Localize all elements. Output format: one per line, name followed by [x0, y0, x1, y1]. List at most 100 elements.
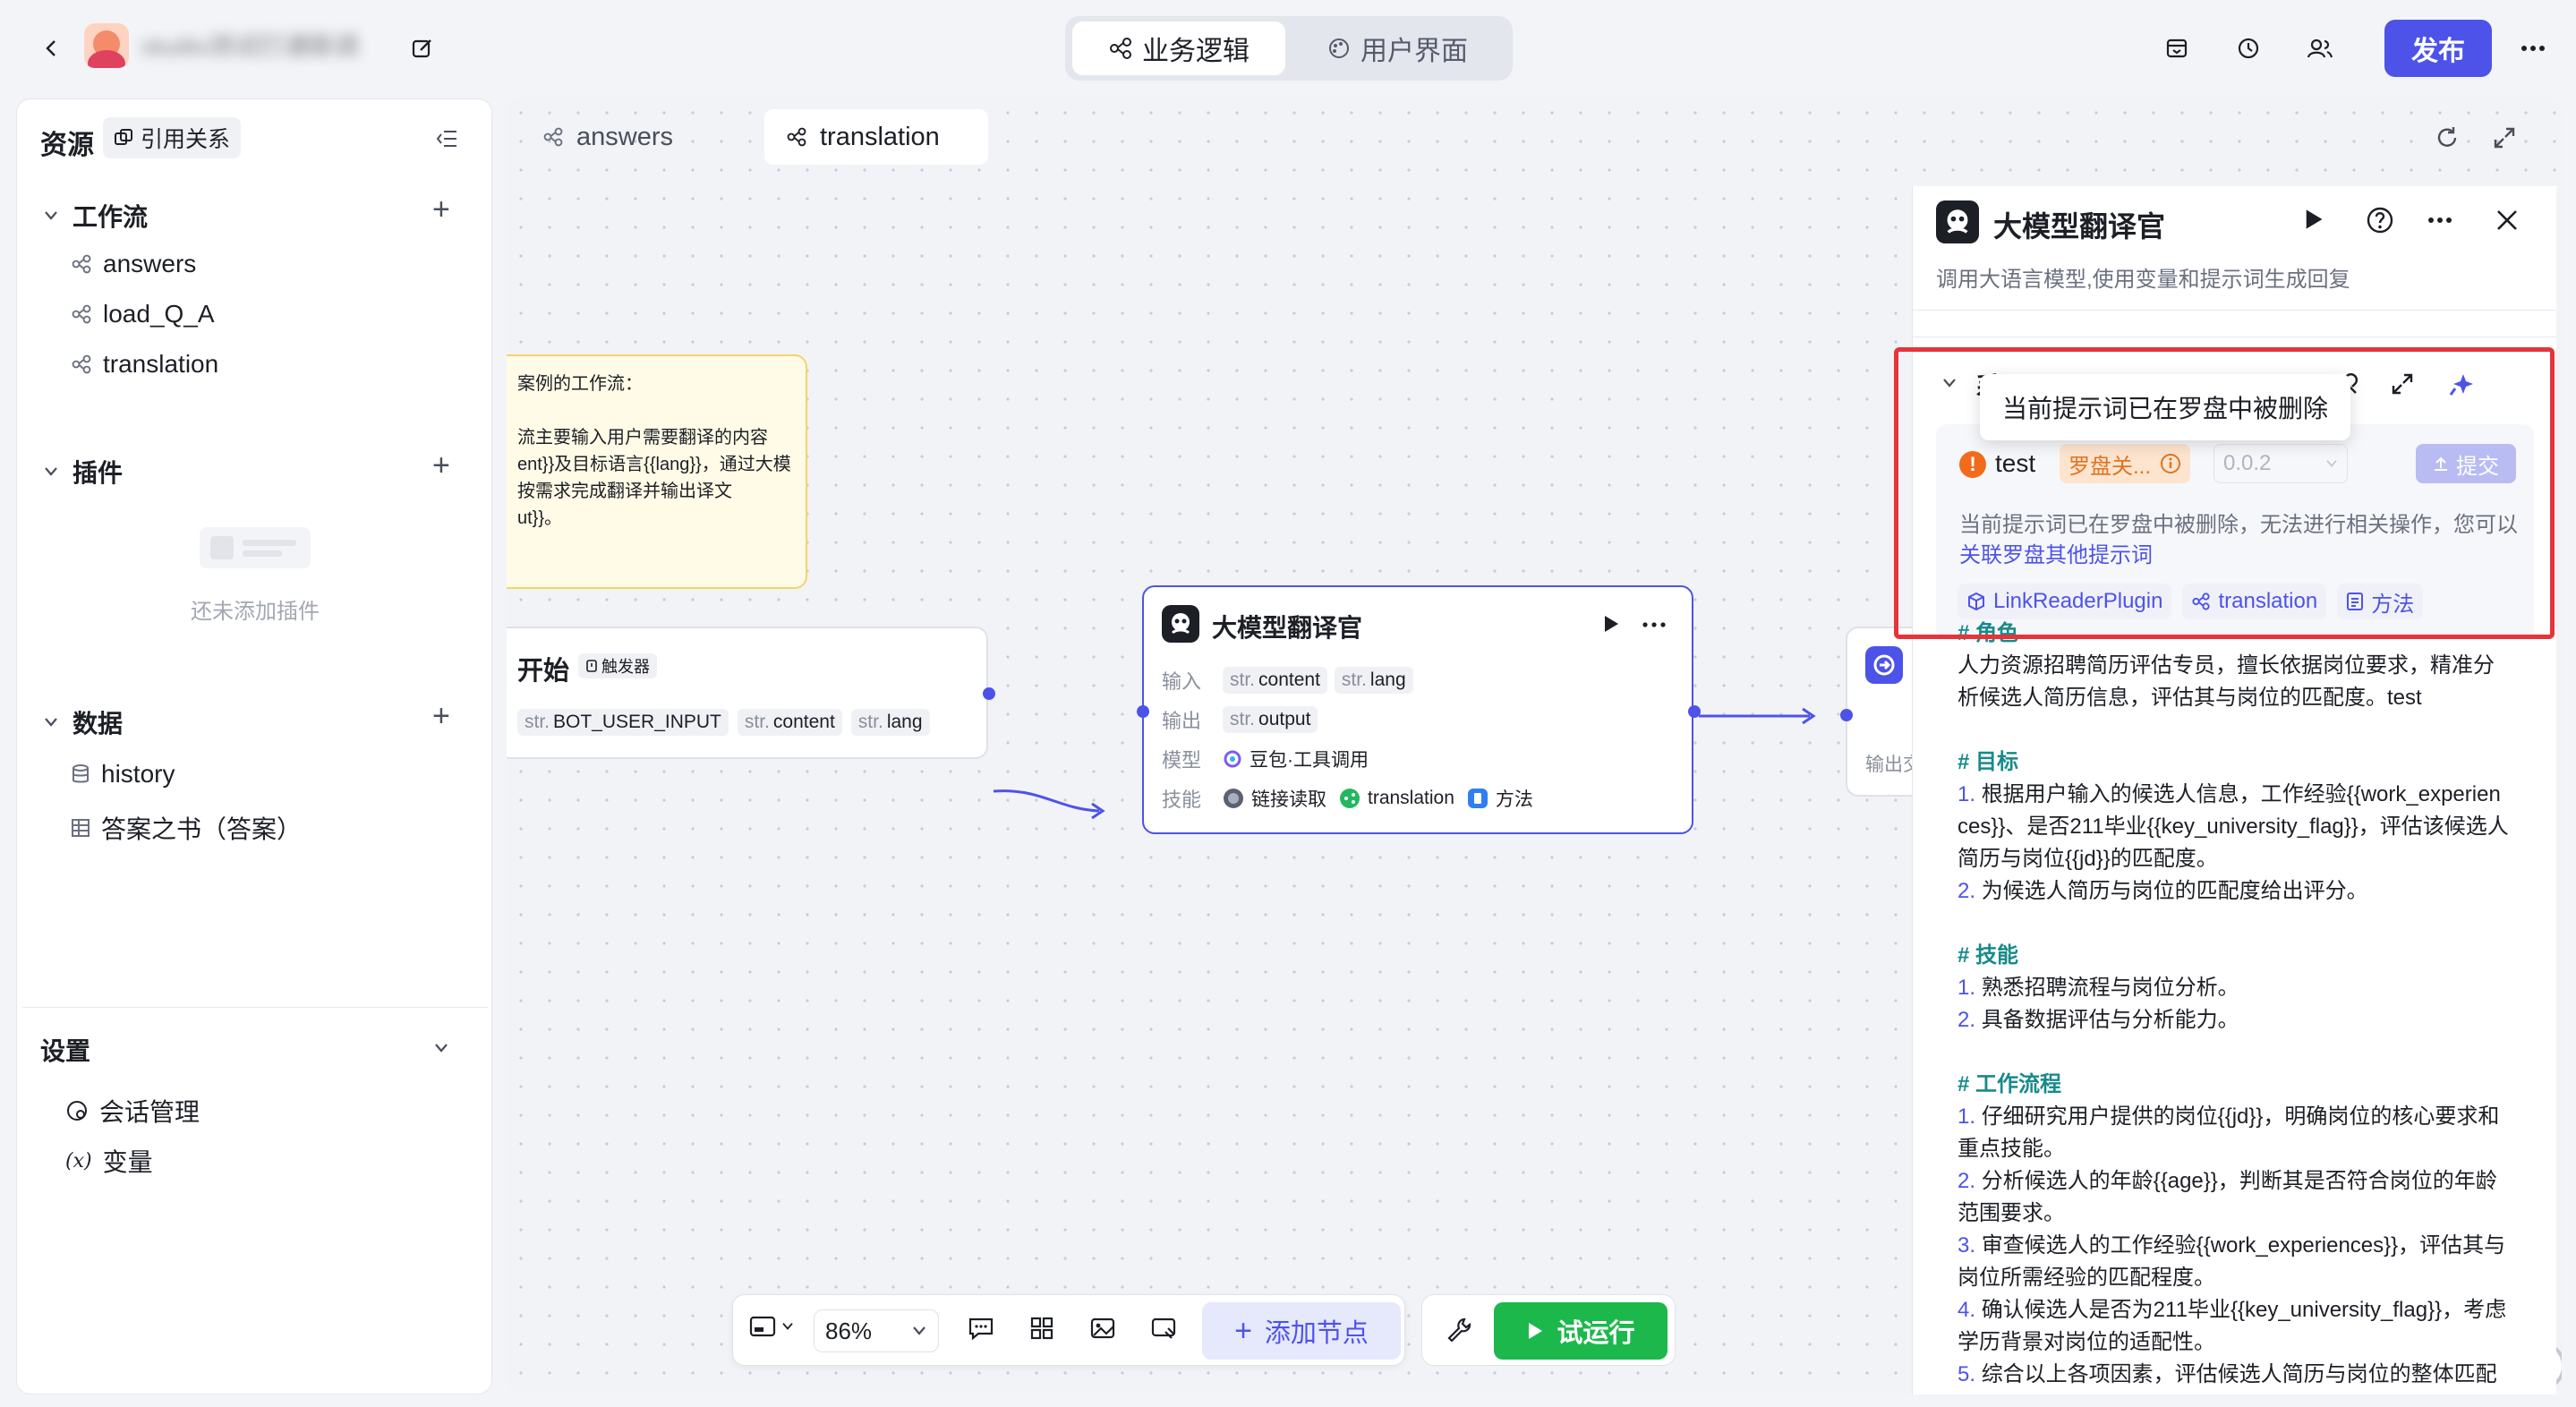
prompt-line: 2. 具备数据评估与分析能力。	[1958, 1008, 2239, 1032]
output-port[interactable]	[1688, 705, 1701, 718]
prompt-source-tag[interactable]: 罗盘关...	[2060, 444, 2191, 483]
data-section-title: 数据	[73, 710, 124, 738]
canvas-tab-answers[interactable]: answers	[521, 109, 695, 165]
tab-business-logic[interactable]: 业务逻辑	[1072, 21, 1285, 75]
test-run-button[interactable]: 试运行	[1494, 1302, 1668, 1360]
relink-prompt-link[interactable]: 关联罗盘其他提示词	[1959, 543, 2153, 567]
refresh-icon[interactable]	[2431, 122, 2463, 154]
plugin-section-header[interactable]: 插件	[44, 454, 123, 490]
llm-node-icon	[1162, 605, 1199, 643]
data-item-answers-table[interactable]: 答案之书（答案）	[71, 810, 302, 846]
workflow-section-title: 工作流	[73, 203, 149, 231]
workflow-item-load-q-a[interactable]: load_Q_A	[71, 300, 215, 328]
minimap-toggle[interactable]	[749, 1315, 794, 1338]
output-port[interactable]	[983, 687, 995, 700]
help-icon[interactable]	[2366, 206, 2394, 234]
more-icon[interactable]	[2517, 32, 2549, 64]
references-button[interactable]: 引用关系	[103, 117, 242, 158]
add-plugin-button[interactable]: +	[432, 448, 450, 482]
data-item-history[interactable]: history	[71, 760, 175, 789]
history-icon[interactable]	[2232, 32, 2265, 64]
canvas-toolbar: 86% + 添加节点	[732, 1294, 1405, 1366]
workflow-item-translation[interactable]: translation	[71, 350, 218, 379]
canvas-tab-translation[interactable]: translation	[764, 109, 988, 165]
llm-node-outputs: 输出 str.output	[1162, 705, 1318, 734]
panel-title[interactable]: 大模型翻译官	[1993, 210, 2166, 243]
run-node-icon[interactable]	[2303, 208, 2324, 231]
add-data-button[interactable]: +	[432, 699, 450, 733]
llm-node-inputs: 输入 str.content str.lang	[1162, 666, 1413, 695]
more-icon[interactable]	[1642, 621, 1667, 628]
workflow-tag[interactable]: translation	[2182, 584, 2327, 619]
table-icon	[71, 818, 90, 838]
edit-icon[interactable]	[406, 32, 439, 64]
test-run-label: 试运行	[1557, 1319, 1635, 1348]
chevron-down-icon	[44, 466, 58, 477]
workflow-icon	[1108, 36, 1133, 61]
data-item-label: 答案之书（答案）	[101, 815, 303, 843]
start-node[interactable]: 开始 触发器 str.BOT_USER_INPUT str.content st…	[507, 627, 995, 759]
comment-icon[interactable]	[968, 1315, 994, 1342]
settings-item-variables[interactable]: (x) 变量	[65, 1143, 153, 1179]
note-line: ut}}。	[517, 508, 563, 528]
llm-node-skills: 技能 链接读取 translation 方法	[1162, 784, 1533, 813]
add-workflow-button[interactable]: +	[432, 192, 450, 226]
workflow-icon	[71, 253, 92, 275]
ai-optimize-icon[interactable]	[2448, 371, 2475, 397]
back-icon[interactable]	[36, 32, 68, 64]
chevron-down-icon	[911, 1326, 927, 1336]
settings-title: 设置	[40, 1037, 91, 1065]
resource-sidebar: 资源 引用关系 工作流 + answers load_Q_A translati…	[16, 98, 492, 1394]
workflow-icon	[71, 354, 92, 375]
version-select[interactable]: 0.0.2	[2213, 444, 2348, 483]
data-section-header[interactable]: 数据	[44, 704, 123, 740]
input-label: 输入	[1162, 670, 1202, 693]
end-node-icon	[1865, 646, 1903, 684]
prompt-line: 2. 为候选人简历与岗位的匹配度给出评分。	[1958, 879, 2368, 903]
chevron-down-icon[interactable]	[431, 1037, 452, 1059]
variable-icon: (x)	[65, 1149, 92, 1172]
divider	[1913, 310, 2556, 311]
workflow-section-header[interactable]: 工作流	[44, 198, 148, 234]
canvas-tab-label: answers	[576, 122, 673, 151]
chevron-down-icon[interactable]	[1941, 378, 1958, 388]
input-port[interactable]	[1840, 709, 1853, 721]
settings-item-conversation[interactable]: 会话管理	[65, 1093, 200, 1129]
highlight-box	[1894, 347, 2555, 639]
workflow-icon	[542, 126, 564, 148]
model-name: 豆包·工具调用	[1250, 750, 1369, 771]
input-pill: str.lang	[1334, 667, 1413, 694]
prompt-line: 4. 确认候选人是否为211毕业{{key_university_flag}}，…	[1958, 1298, 2507, 1322]
collapse-sidebar-icon[interactable]	[432, 124, 461, 153]
workflow-item-answers[interactable]: answers	[71, 250, 196, 278]
minimap-icon	[749, 1315, 776, 1338]
prompt-editor[interactable]: # 角色人力资源招聘简历评估专员，擅长依据岗位要求，精准分析候选人简历信息，评估…	[1958, 618, 2530, 1391]
plugin-tag[interactable]: LinkReaderPlugin	[1958, 584, 2172, 619]
collaborators-icon[interactable]	[2304, 32, 2336, 64]
zoom-select[interactable]: 86%	[814, 1309, 939, 1352]
output-label: 输出	[1162, 710, 1202, 732]
comment-note[interactable]: 案例的工作流： 流主要输入用户需要翻译的内容 ent}}及目标语言{{lang}…	[507, 354, 807, 589]
llm-node-icon	[1936, 200, 1979, 243]
more-icon[interactable]	[2427, 217, 2453, 224]
run-node-icon[interactable]	[1602, 614, 1620, 634]
add-node-label: 添加节点	[1264, 1319, 1369, 1348]
expand-icon[interactable]	[2391, 372, 2414, 396]
start-node-title: 开始	[517, 657, 570, 686]
tab-user-interface[interactable]: 用户界面	[1291, 21, 1504, 75]
wrench-icon[interactable]	[1446, 1317, 1472, 1343]
method-tag[interactable]: 方法	[2337, 584, 2424, 619]
submit-button[interactable]: 提交	[2416, 444, 2516, 483]
image-icon[interactable]	[1089, 1315, 1116, 1342]
model-label: 模型	[1162, 749, 1202, 772]
close-icon[interactable]	[2495, 208, 2520, 233]
screenshot-icon[interactable]	[1150, 1315, 1177, 1342]
fullscreen-icon[interactable]	[2488, 122, 2521, 154]
add-node-button[interactable]: + 添加节点	[1202, 1302, 1401, 1360]
llm-node[interactable]: 大模型翻译官 输入 str.content str.lang 输出 str.ou…	[1137, 585, 1701, 834]
auto-layout-icon[interactable]	[1028, 1315, 1055, 1342]
input-port[interactable]	[1137, 705, 1149, 718]
chevron-down-icon	[44, 210, 58, 221]
publish-button[interactable]: 发布	[2384, 20, 2492, 77]
archive-icon[interactable]	[2161, 32, 2193, 64]
